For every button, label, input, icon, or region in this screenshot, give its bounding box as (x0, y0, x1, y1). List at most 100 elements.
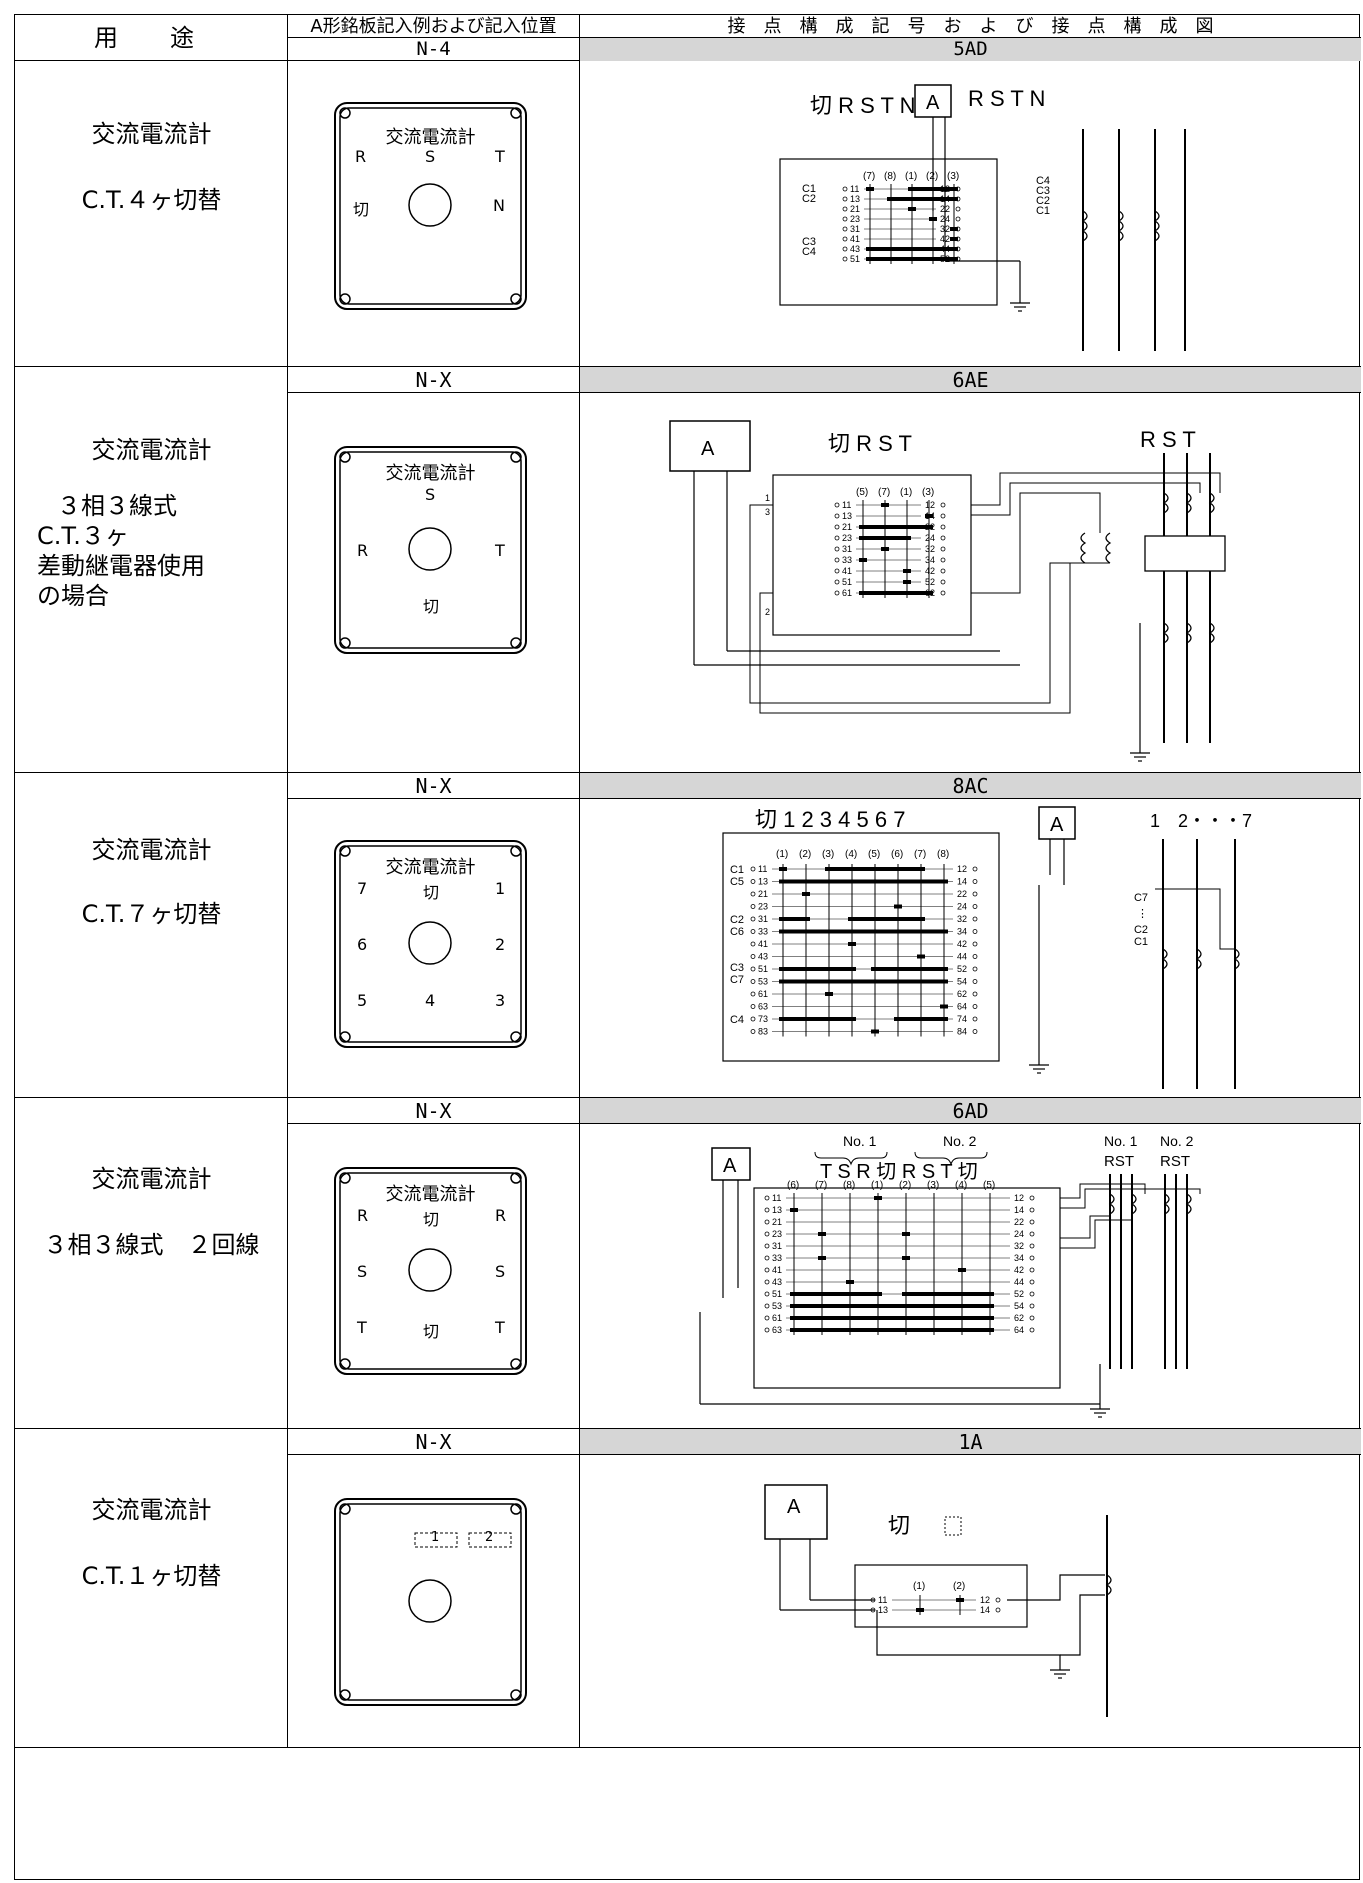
plate-mark: S (425, 485, 436, 504)
positions-label: 切 (888, 1513, 910, 1538)
terminal-label: 14 (980, 1605, 990, 1615)
terminal-dot (1029, 1315, 1035, 1321)
terminal-label: 33 (758, 927, 768, 937)
contact-code: 8AC (580, 773, 1361, 799)
plate-mark: 3 (495, 991, 506, 1010)
terminal-label: 13 (878, 1605, 888, 1615)
input-label: C3 (802, 236, 816, 248)
terminal-label: 23 (772, 1229, 782, 1239)
terminal-label: 12 (957, 864, 967, 874)
column-label: (2) (799, 849, 811, 860)
input-label: C1 (802, 183, 816, 195)
terminal-dot (972, 879, 978, 884)
terminal-dot (1029, 1195, 1035, 1201)
use-cell: 交流電流計 ３相３線式 C.T.３ヶ 差動継電器使用 の場合 (15, 367, 288, 772)
switch-box (753, 1187, 1061, 1389)
terminal-mark: 1 (765, 493, 770, 503)
meter-label: A (701, 438, 715, 460)
nameplate: 交流電流計 S R T 切 (333, 445, 528, 655)
terminal-dot (764, 1243, 770, 1249)
terminal-dot (842, 206, 848, 212)
terminal-label: 44 (1014, 1277, 1024, 1287)
terminal-label: 63 (772, 1325, 782, 1335)
plate-mark: T (495, 1318, 505, 1337)
column-label: (1) (913, 1581, 925, 1592)
terminal-label: 23 (758, 902, 768, 912)
terminal-dot (750, 979, 756, 984)
switch-box (722, 832, 1000, 1062)
terminal-label: 43 (772, 1277, 782, 1287)
contact-diagram-8ac: 切 1 2 3 4 5 6 7 A 1 2・・・7 (1)(2)(3)(4)(5… (722, 806, 1252, 1089)
terminal-label: 42 (1014, 1265, 1024, 1275)
terminal-dot (764, 1207, 770, 1213)
terminal-dot (1029, 1279, 1035, 1285)
terminal-dot (750, 1004, 756, 1009)
terminal-dot (750, 866, 756, 872)
terminal-label: 11 (758, 864, 767, 874)
plate-mark: S (425, 147, 436, 166)
terminal-label: 42 (957, 939, 967, 949)
nameplate: 交流電流計 R 切 R S S T 切 T (333, 1166, 528, 1376)
plate-mark: S (495, 1262, 506, 1281)
column-label: (5) (856, 487, 868, 498)
nameplate-frame (334, 1498, 527, 1706)
terminal-label: 54 (957, 977, 967, 987)
terminal-mark: 3 (765, 507, 770, 517)
column-label: (8) (843, 1180, 855, 1191)
group-label: No. 2 (943, 1133, 977, 1149)
input-label: C5 (730, 876, 744, 888)
terminal-label: 73 (758, 1014, 768, 1024)
terminal-dot (834, 524, 840, 530)
terminal-dot (834, 502, 840, 508)
column-label: (7) (815, 1180, 827, 1191)
terminal-dot (1029, 1267, 1035, 1273)
terminal-label: 33 (772, 1253, 782, 1263)
terminal-dot (764, 1195, 770, 1201)
use-line: C.T.１ヶ切替 (81, 1562, 222, 1590)
terminal-label: 34 (1014, 1253, 1024, 1263)
terminal-label: 51 (842, 577, 852, 587)
plate-mark: 1 (495, 879, 506, 898)
terminal-dot (842, 216, 848, 222)
phase-label: R S T N (968, 86, 1045, 111)
terminal-dot (1029, 1219, 1035, 1225)
plate-mark: 切 (353, 200, 370, 219)
terminal-label: 62 (1014, 1313, 1024, 1323)
terminal-label: 32 (925, 544, 935, 554)
contact-diagram-6ae: A 切 R S T R S T (5)(7)(1)(3)111213142122… (669, 420, 1226, 762)
meter-label: A (926, 92, 940, 114)
column-label: (4) (955, 1180, 967, 1191)
diagram-cell: 切 R S T N A R S T N (7)(8)(1)(2)(3)11121… (580, 61, 1361, 366)
column-label: (6) (891, 849, 903, 860)
terminal-label: 41 (842, 566, 852, 576)
use-line: 交流電流計 (91, 1165, 212, 1193)
terminal-dot (972, 929, 978, 934)
plate-code: N-X (288, 367, 580, 393)
terminal-dot (764, 1231, 770, 1237)
table-header: 用 途 A形銘板記入例および記入位置 N-4 接 点 構 成 記 号 お よ び… (15, 15, 1361, 61)
terminal-label: 34 (957, 927, 967, 937)
terminal-dot (972, 966, 978, 972)
nameplate-frame (334, 1167, 527, 1375)
terminal-label: 61 (842, 588, 852, 598)
ammeter-icon (1038, 806, 1076, 840)
terminal-dot (972, 1016, 978, 1022)
terminal-label: 23 (842, 533, 852, 543)
plate-column-title: A形銘板記入例および記入位置 (288, 15, 579, 38)
terminal-label: 24 (957, 902, 967, 912)
meter-label: A (723, 1155, 737, 1177)
terminal-marks: 132 (765, 493, 770, 617)
relay-icon (1144, 535, 1226, 572)
terminal-label: 21 (850, 204, 860, 214)
plate-title: 交流電流計 (385, 463, 476, 484)
phase-label: 1 2・・・7 (1150, 811, 1252, 831)
phase-group-label: No. 1 (1104, 1133, 1138, 1149)
diagram-cell: 切 1 2 3 4 5 6 7 A 1 2・・・7 (1)(2)(3)(4)(5… (580, 799, 1361, 1098)
terminal-label: 31 (850, 224, 860, 234)
nameplate-frame (334, 840, 527, 1048)
terminal-label: 52 (957, 964, 967, 974)
plate-mark: 6 (357, 935, 368, 954)
row-1a: N-X 1A 交流電流計 C.T.１ヶ切替 1 2 (15, 1429, 1361, 1748)
terminal-label: 32 (957, 914, 967, 924)
terminal-label: 13 (850, 194, 860, 204)
